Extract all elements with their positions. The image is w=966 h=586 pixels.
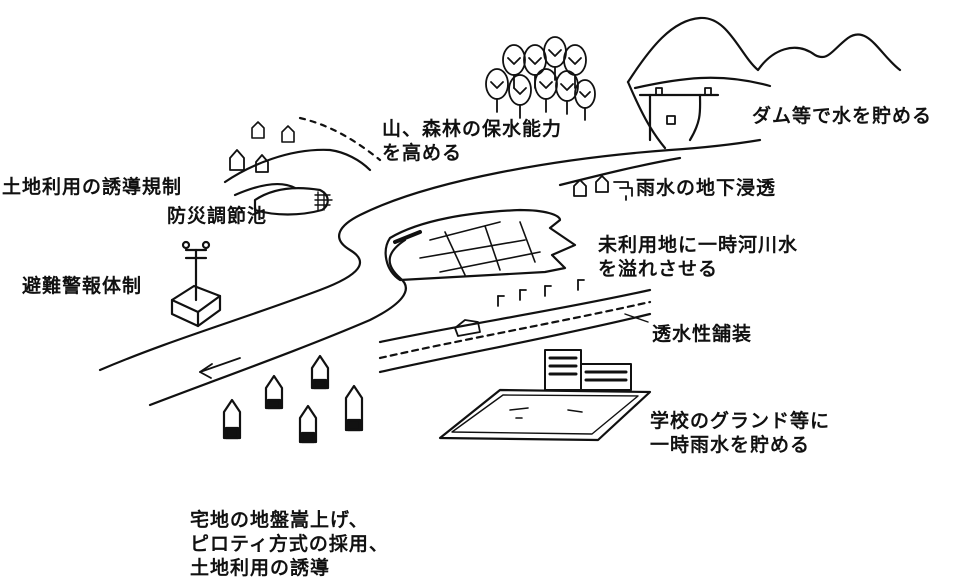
flood-label: 未利用地に一時河川水 を溢れさせる bbox=[598, 233, 798, 281]
infiltration-houses-drawing bbox=[573, 175, 633, 201]
flood-label-line1: 未利用地に一時河川水 bbox=[598, 234, 799, 256]
school-label-line1: 学校のグランド等に bbox=[650, 410, 831, 432]
house-label: 宅地の地盤嵩上げ、 ピロティ方式の採用、 土地利用の誘導 bbox=[190, 508, 389, 580]
flood-label-line2: を溢れさせる bbox=[598, 258, 719, 280]
warning-tower-drawing bbox=[170, 240, 222, 328]
infiltration-label: 雨水の地下浸透 bbox=[636, 177, 777, 199]
mountains-drawing bbox=[626, 16, 902, 150]
road-drawing bbox=[378, 279, 652, 374]
house-label-line3: 土地利用の誘導 bbox=[190, 557, 331, 579]
land-use-label: 土地利用の誘導規制 bbox=[2, 176, 183, 198]
house-label-line2: ピロティ方式の採用、 bbox=[190, 533, 389, 555]
flood-area-drawing bbox=[384, 208, 577, 282]
detention-pond-drawing bbox=[253, 186, 333, 216]
pavement-label: 透水性舗装 bbox=[652, 323, 753, 345]
forest-trees-drawing bbox=[485, 36, 596, 121]
school-ground-drawing bbox=[438, 349, 652, 442]
dam-drawing bbox=[638, 87, 720, 142]
warning-label: 避難警報体制 bbox=[22, 275, 143, 297]
school-label: 学校のグランド等に 一時雨水を貯める bbox=[650, 409, 830, 457]
house-label-line1: 宅地の地盤嵩上げ、 bbox=[190, 509, 369, 531]
hill-drawing bbox=[223, 116, 382, 197]
forest-label-line1: 山、森林の保水能力 bbox=[382, 118, 563, 140]
forest-label: 山、森林の保水能力 を高める bbox=[382, 117, 562, 165]
forest-label-line2: を高める bbox=[382, 142, 463, 164]
raised-houses-drawing bbox=[222, 354, 364, 444]
school-label-line2: 一時雨水を貯める bbox=[650, 434, 811, 456]
dam-label: ダム等で水を貯める bbox=[752, 105, 933, 127]
pond-label: 防災調節池 bbox=[167, 205, 268, 227]
river-drawing bbox=[98, 138, 762, 407]
